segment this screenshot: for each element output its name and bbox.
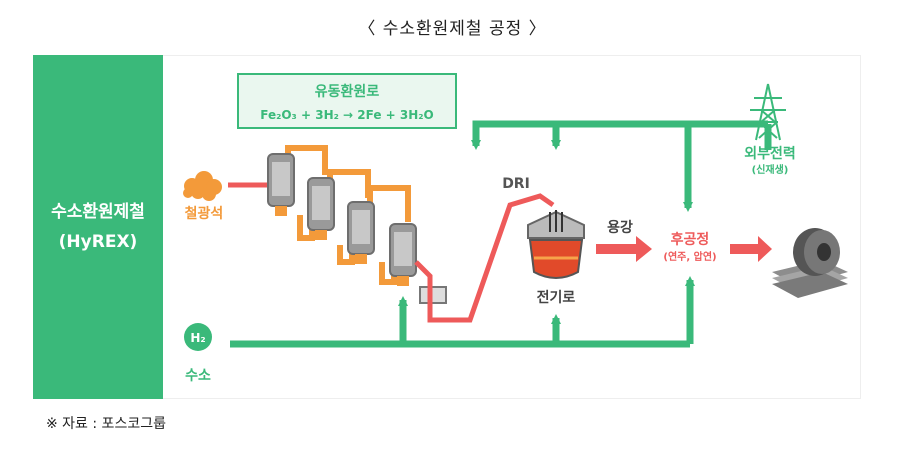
- hydrogen-icon: H₂: [184, 323, 212, 351]
- dri-line: [414, 193, 555, 323]
- hydrogen-symbol: H₂: [190, 331, 205, 345]
- source-note: ※ 자료 : 포스코그룹: [46, 416, 166, 432]
- post-process-sub: (연주, 압연): [663, 250, 716, 263]
- green-hydrogen-line: [230, 276, 695, 348]
- molten-steel-label: 용강: [607, 219, 633, 236]
- reactor-3: [347, 201, 375, 264]
- hyrex-sidebar: 수소환원제철 (HyREX): [33, 55, 163, 399]
- external-power-sub: (신재생): [752, 163, 789, 176]
- power-tower-icon: [750, 83, 786, 141]
- steel-coil-icon: [772, 228, 848, 298]
- green-top-line: [471, 120, 772, 212]
- reactor-2: [307, 177, 335, 240]
- fluidized-bed-box: 유동환원로 Fe₂O₃ + 3H₂ → 2Fe + 3H₂O: [237, 73, 457, 129]
- reactor-4: [389, 223, 417, 286]
- fluidized-bed-label: 유동환원로: [315, 83, 380, 100]
- molten-steel-arrow: [596, 236, 652, 262]
- output-arrow: [730, 236, 772, 262]
- sidebar-subtitle: (HyREX): [58, 232, 138, 252]
- iron-ore-icon: [183, 171, 222, 201]
- dri-collector-box: [419, 286, 447, 304]
- iron-ore-label: 철광석: [185, 205, 224, 222]
- electric-furnace-label: 전기로: [537, 289, 576, 306]
- sidebar-title: 수소환원제철: [51, 202, 145, 222]
- reactor-1: [267, 153, 295, 216]
- external-power-label: 외부전력: [744, 145, 796, 162]
- post-process-label: 후공정: [671, 231, 710, 248]
- hydrogen-label: 수소: [185, 368, 211, 384]
- page-title: 〈 수소환원제철 공정 〉: [358, 19, 547, 39]
- reaction-equation: Fe₂O₃ + 3H₂ → 2Fe + 3H₂O: [260, 108, 434, 122]
- electric-furnace-icon: [527, 210, 585, 279]
- dri-label: DRI: [502, 176, 530, 192]
